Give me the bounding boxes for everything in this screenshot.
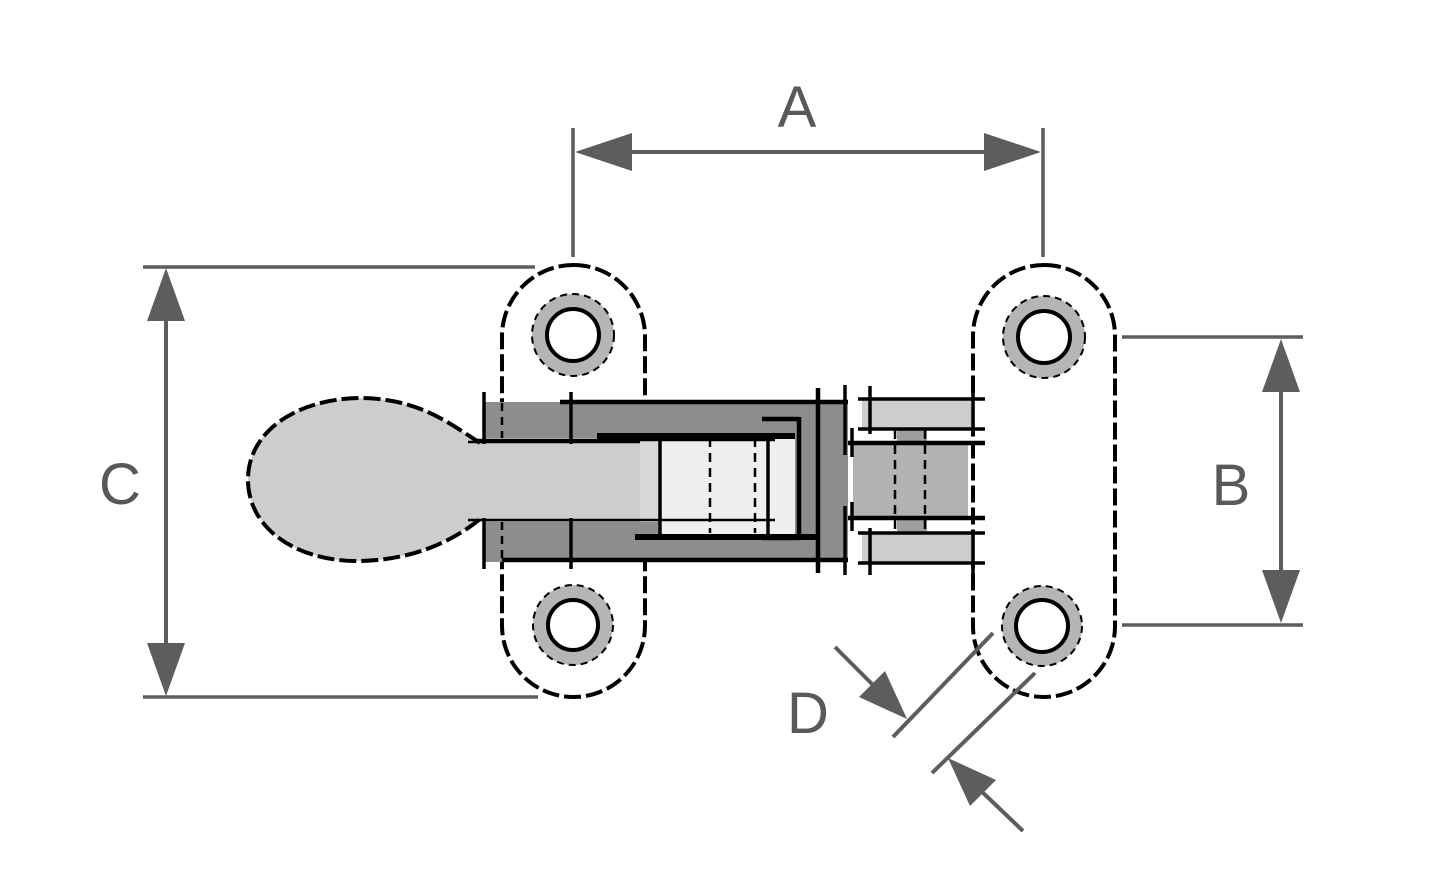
handle-knob bbox=[247, 398, 478, 562]
latch-assembly bbox=[245, 263, 1117, 699]
dim-a-arrowhead-right bbox=[984, 133, 1041, 171]
right-plate-top-hole bbox=[1016, 309, 1072, 365]
dim-a-arrowhead-left bbox=[575, 133, 632, 171]
dimension-b: B bbox=[1122, 335, 1303, 627]
clevis-bottom-rail bbox=[862, 533, 975, 563]
right-plate-body bbox=[971, 263, 1117, 699]
dim-b-label: B bbox=[1212, 453, 1251, 518]
left-mounting-plate bbox=[500, 263, 647, 699]
spindle-linkage bbox=[848, 397, 985, 565]
handle bbox=[245, 395, 640, 564]
extension-ticks bbox=[482, 385, 975, 575]
dimension-a: A bbox=[571, 75, 1045, 257]
dim-c-label: C bbox=[99, 452, 141, 517]
handle-stem bbox=[462, 442, 640, 520]
dim-c-arrowhead-bottom bbox=[147, 643, 185, 696]
spindle-body bbox=[853, 443, 968, 518]
left-plate-bottom-hole bbox=[546, 598, 600, 652]
handle-knob-outline bbox=[245, 395, 482, 564]
dimension-c: C bbox=[99, 265, 538, 699]
spindle-nut-bottom bbox=[897, 518, 927, 532]
dim-d-tangent-line-upper bbox=[891, 631, 995, 739]
dim-b-arrowhead-top bbox=[1262, 339, 1300, 392]
spindle-nut-top bbox=[897, 429, 927, 443]
dim-c-arrowhead-top bbox=[147, 268, 185, 321]
dim-d-leader-lower bbox=[976, 786, 1025, 833]
left-plate-top-hole bbox=[545, 307, 601, 363]
dimension-d: D bbox=[787, 631, 1037, 833]
dim-b-arrowhead-bottom bbox=[1262, 570, 1300, 623]
right-plate-bottom-hole bbox=[1014, 598, 1070, 654]
clevis-top-rail bbox=[862, 399, 975, 429]
dim-d-tangent-line-lower bbox=[930, 671, 1037, 775]
dim-a-label: A bbox=[778, 75, 817, 140]
dim-d-arrowhead-lower bbox=[948, 758, 996, 806]
roller-body bbox=[660, 437, 795, 535]
right-mounting-plate bbox=[971, 263, 1117, 699]
dim-d-label: D bbox=[787, 681, 829, 746]
dim-d-arrowhead-upper bbox=[859, 671, 907, 719]
